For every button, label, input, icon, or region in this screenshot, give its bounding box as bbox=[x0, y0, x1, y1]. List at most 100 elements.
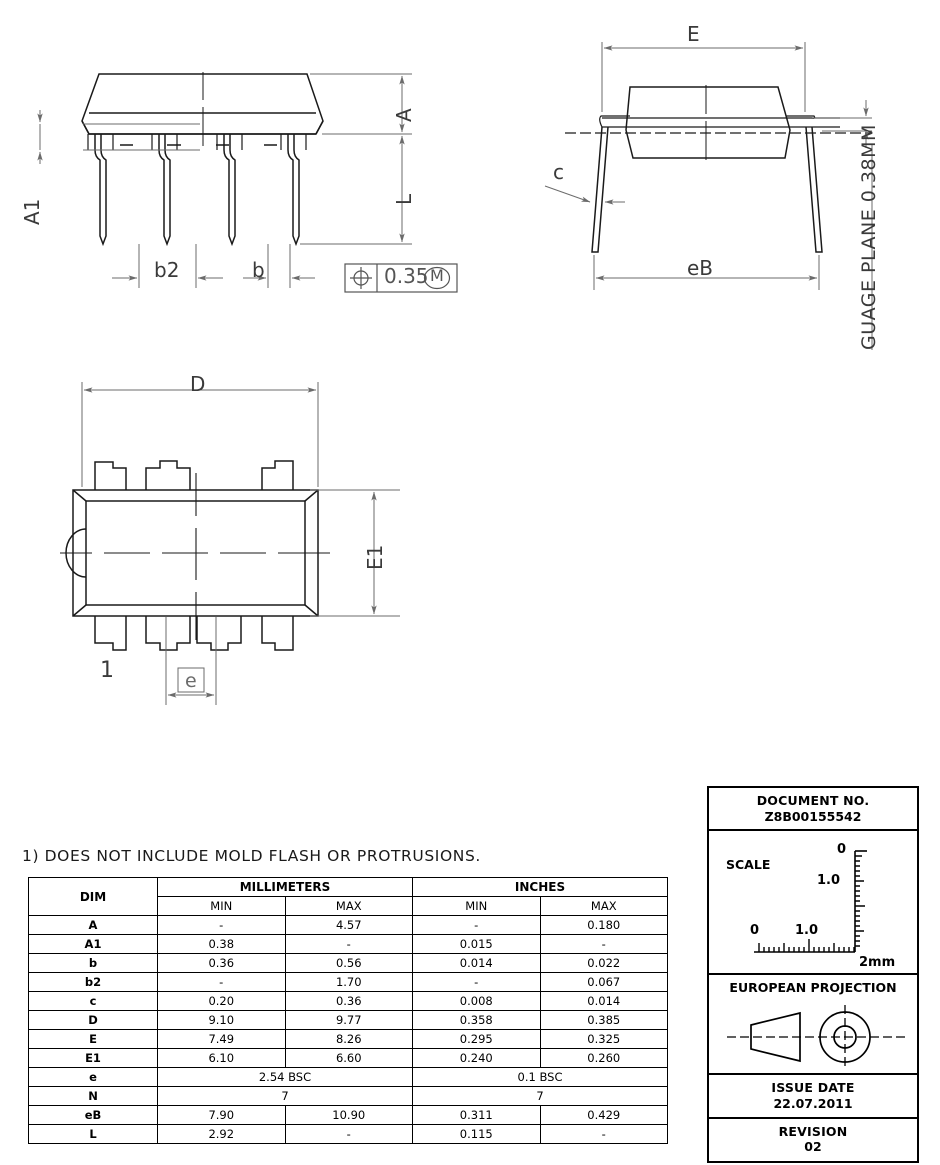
gauge-plane-label: GUAGE PLANE 0.38MM bbox=[858, 124, 880, 350]
revision-row: REVISION 02 bbox=[709, 1119, 917, 1161]
cell-mm-max: - bbox=[284, 1124, 413, 1144]
cell-dim: b bbox=[28, 953, 158, 973]
document-no-value: Z8B00155542 bbox=[764, 808, 862, 824]
cell-dim: A bbox=[28, 915, 158, 935]
scale-corner-label: 2mm bbox=[859, 955, 896, 971]
cell-dim: c bbox=[28, 991, 158, 1011]
col-header-millimeters: MILLIMETERS bbox=[157, 877, 413, 897]
cell-in-min: 0.240 bbox=[412, 1048, 541, 1068]
cell-dim: e bbox=[28, 1067, 158, 1087]
top-view-centerlines bbox=[60, 473, 330, 640]
cell-in-max: 0.180 bbox=[539, 915, 668, 935]
dim-label-c: c bbox=[553, 160, 564, 184]
issue-date-row: ISSUE DATE 22.07.2011 bbox=[709, 1075, 917, 1119]
cell-in-min: 0.358 bbox=[412, 1010, 541, 1030]
dim-label-D: D bbox=[190, 372, 206, 396]
col-header-dim: DIM bbox=[28, 877, 158, 916]
issue-date-label: ISSUE DATE bbox=[771, 1080, 855, 1096]
dim-label-eB: eB bbox=[687, 256, 714, 280]
cell-in-span: 0.1 BSC bbox=[412, 1067, 668, 1087]
document-no-row: DOCUMENT NO. Z8B00155542 bbox=[709, 788, 917, 832]
title-block: DOCUMENT NO. Z8B00155542 SCALE 0 1.0 bbox=[707, 786, 919, 1163]
cell-in-min: 0.295 bbox=[412, 1029, 541, 1049]
cell-mm-min: - bbox=[157, 972, 286, 992]
top-view-dimensions bbox=[81, 382, 400, 705]
scale-label: SCALE bbox=[726, 857, 771, 873]
fcf-tolerance-value: 0.35 bbox=[384, 264, 429, 288]
cell-mm-max: 6.60 bbox=[284, 1048, 413, 1068]
cell-in-min: - bbox=[412, 915, 541, 935]
scale-v-one-label: 1.0 bbox=[817, 873, 841, 889]
cell-dim: N bbox=[28, 1086, 158, 1106]
table-row: b2-1.70-0.067 bbox=[28, 972, 668, 992]
cell-in-min: 0.015 bbox=[412, 934, 541, 954]
cell-dim: A1 bbox=[28, 934, 158, 954]
projection-label: EUROPEAN PROJECTION bbox=[729, 980, 897, 996]
dim-label-b: b bbox=[252, 258, 265, 282]
cell-mm-span: 7 bbox=[157, 1086, 413, 1106]
cell-mm-min: 6.10 bbox=[157, 1048, 286, 1068]
pin1-label: 1 bbox=[100, 658, 114, 683]
cell-in-min: 0.008 bbox=[412, 991, 541, 1011]
revision-label: REVISION bbox=[778, 1123, 848, 1139]
cell-in-min: - bbox=[412, 972, 541, 992]
front-view-dimensions bbox=[37, 73, 412, 288]
cell-mm-max: 1.70 bbox=[284, 972, 413, 992]
cell-mm-max: 0.36 bbox=[284, 991, 413, 1011]
scale-ruler-icon bbox=[754, 850, 867, 954]
fcf-modifier-label: M bbox=[430, 266, 444, 285]
cell-in-min: 0.014 bbox=[412, 953, 541, 973]
cell-in-max: 0.067 bbox=[539, 972, 668, 992]
cell-mm-max: 9.77 bbox=[284, 1010, 413, 1030]
col-header-mm-min: MIN bbox=[157, 896, 286, 916]
cell-mm-min: 0.38 bbox=[157, 934, 286, 954]
cell-mm-max: 8.26 bbox=[284, 1029, 413, 1049]
cell-dim: eB bbox=[28, 1105, 158, 1125]
drawing-note: 1) DOES NOT INCLUDE MOLD FLASH OR PROTRU… bbox=[22, 847, 481, 865]
cell-in-min: 0.311 bbox=[412, 1105, 541, 1125]
cell-in-max: - bbox=[539, 934, 668, 954]
col-header-mm-max: MAX bbox=[284, 896, 413, 916]
cell-in-max: 0.429 bbox=[539, 1105, 668, 1125]
cell-in-min: 0.115 bbox=[412, 1124, 541, 1144]
dim-label-A: A bbox=[392, 108, 416, 122]
cell-in-max: - bbox=[539, 1124, 668, 1144]
cell-mm-min: 2.92 bbox=[157, 1124, 286, 1144]
first-angle-projection-icon bbox=[727, 1005, 905, 1070]
col-header-inches: INCHES bbox=[412, 877, 668, 897]
scale-row: SCALE 0 1.0 0 1.0 2mm bbox=[709, 831, 917, 976]
end-view-geometry bbox=[591, 85, 840, 253]
document-no-label: DOCUMENT NO. bbox=[756, 793, 870, 808]
projection-row: EUROPEAN PROJECTION bbox=[709, 975, 917, 1076]
dim-label-E: E bbox=[687, 22, 700, 46]
front-view-leads bbox=[87, 134, 307, 247]
cell-mm-max: 4.57 bbox=[284, 915, 413, 935]
cell-in-span: 7 bbox=[412, 1086, 668, 1106]
end-view-dimensions bbox=[544, 42, 873, 350]
cell-mm-max: 10.90 bbox=[284, 1105, 413, 1125]
cell-mm-max: 0.56 bbox=[284, 953, 413, 973]
cell-dim: b2 bbox=[28, 972, 158, 992]
cell-mm-min: 0.20 bbox=[157, 991, 286, 1011]
cell-mm-max: - bbox=[284, 934, 413, 954]
dim-label-A1: A1 bbox=[20, 198, 44, 225]
top-view-geometry bbox=[65, 460, 319, 651]
scale-h-zero-label: 0 bbox=[750, 923, 760, 939]
cell-mm-min: 7.49 bbox=[157, 1029, 286, 1049]
col-header-in-max: MAX bbox=[539, 896, 668, 916]
cell-in-max: 0.260 bbox=[539, 1048, 668, 1068]
cell-in-max: 0.014 bbox=[539, 991, 668, 1011]
table-row: A-4.57-0.180 bbox=[28, 915, 668, 935]
revision-value: 02 bbox=[804, 1139, 822, 1155]
cell-mm-span: 2.54 BSC bbox=[157, 1067, 413, 1087]
